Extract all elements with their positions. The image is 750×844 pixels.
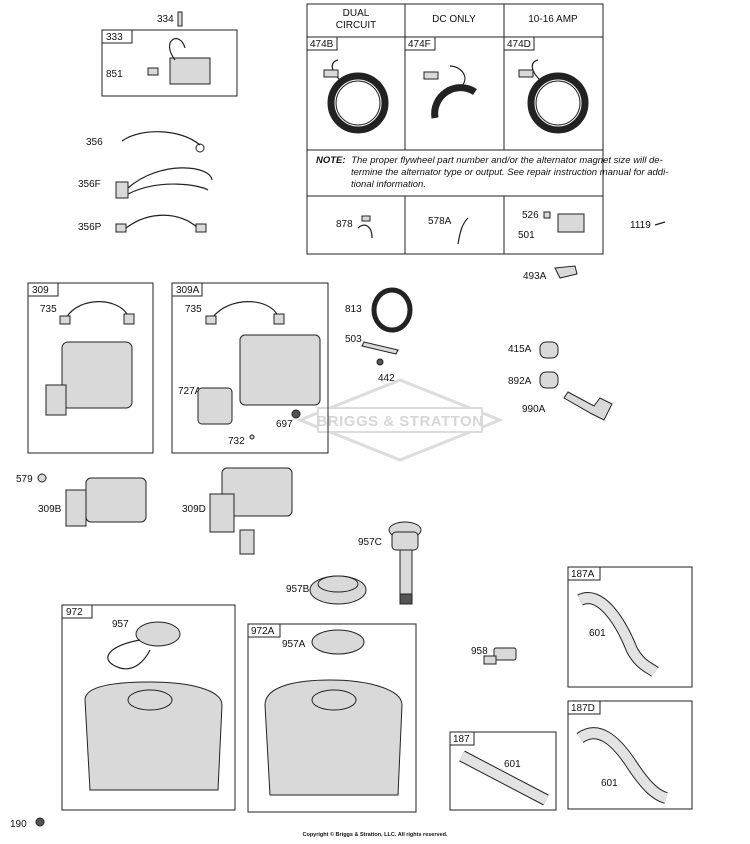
label-813: 813 — [345, 304, 362, 315]
label-727a: 727A — [178, 386, 202, 397]
fuel-line-187d-group: 187D 601 — [567, 700, 693, 810]
label-958: 958 — [471, 646, 488, 657]
starter-309b-group: 579 309B — [16, 473, 147, 527]
tank-972-group: 972 957 190 — [10, 604, 236, 830]
regulator-drawing — [557, 213, 585, 233]
label-601-top: 601 — [589, 628, 606, 639]
label-356: 356 — [86, 137, 103, 148]
fuel-line-187-group: 187 601 — [449, 731, 557, 811]
label-526: 526 — [522, 210, 539, 221]
starter-309d-drawing — [221, 467, 293, 517]
box-label-187a: 187A — [571, 569, 595, 580]
knob-990a-drawing — [563, 391, 613, 421]
box-label-333: 333 — [106, 32, 123, 43]
stator-474f-drawing — [423, 65, 477, 119]
box-label-972a: 972A — [251, 626, 275, 637]
label-309d: 309D — [182, 504, 206, 515]
label-892a: 892A — [508, 376, 532, 387]
clamp-group: 813 503 442 — [345, 287, 413, 384]
cap-957a-drawing — [311, 629, 365, 655]
label-356f: 356F — [78, 179, 101, 190]
label-334: 334 — [157, 14, 174, 25]
label-957b: 957B — [286, 584, 310, 595]
label-851: 851 — [106, 69, 123, 80]
fuel-line-187a-group: 187A 601 — [567, 566, 693, 688]
label-735-right: 735 — [185, 304, 202, 315]
box-label-187d: 187D — [571, 703, 595, 714]
label-990a: 990A — [522, 404, 546, 415]
cell-474d: 474D — [507, 39, 531, 50]
valve-958-group: 958 — [471, 646, 517, 665]
note-line-1: The proper flywheel part number and/or t… — [351, 155, 663, 166]
col-header-10-16-amp: 10-16 AMP — [528, 14, 578, 25]
label-697: 697 — [276, 419, 293, 430]
label-601-middle: 601 — [504, 759, 521, 770]
control-parts-group: 415A 892A 990A — [508, 341, 613, 421]
cell-474b: 474B — [310, 39, 334, 50]
coil-drawing — [169, 57, 211, 85]
watermark-text: BRIGGS & STRATTON — [316, 413, 483, 430]
stator-474b-drawing — [323, 59, 389, 134]
label-1119: 1119 — [630, 220, 651, 231]
label-501: 501 — [518, 230, 535, 241]
label-601-bottom: 601 — [601, 778, 618, 789]
harness-group: 356 356F 356P — [78, 131, 213, 233]
starter-309-group: 309 735 — [27, 282, 154, 454]
label-579: 579 — [16, 474, 33, 485]
label-957c: 957C — [358, 537, 382, 548]
label-309b: 309B — [38, 504, 62, 515]
label-578a: 578A — [428, 216, 452, 227]
brand-watermark: BRIGGS & STRATTON — [295, 378, 505, 462]
starter-309b-drawing — [85, 477, 147, 523]
svg-text:NOTE: The proper flywhee: NOTE: The proper flywheel part number an… — [316, 155, 663, 166]
note-label: NOTE: — [316, 155, 346, 166]
label-442: 442 — [378, 373, 395, 384]
label-957: 957 — [112, 619, 129, 630]
note-line-2: termine the alternator type or output. S… — [351, 167, 668, 178]
note-line-3: tional information. — [351, 179, 426, 190]
tank-972a-drawing — [264, 679, 403, 796]
label-957a: 957A — [282, 639, 306, 650]
stator-474d-drawing — [518, 59, 589, 134]
copyright-text: Copyright © Briggs & Stratton, LLC. All … — [302, 831, 448, 838]
label-732: 732 — [228, 436, 245, 447]
cell-474f: 474F — [408, 39, 431, 50]
label-503: 503 — [345, 334, 362, 345]
starter-309a-group: 309A 735 727A 697 732 — [171, 282, 329, 454]
label-493a: 493A — [523, 271, 547, 282]
label-356p: 356P — [78, 222, 102, 233]
label-415a: 415A — [508, 344, 532, 355]
starter-309a-drawing — [239, 334, 321, 406]
box-label-187: 187 — [453, 734, 470, 745]
starter-309-drawing — [61, 341, 133, 409]
label-878: 878 — [336, 219, 353, 230]
bracket-493a-drawing — [554, 265, 578, 279]
label-190: 190 — [10, 819, 27, 830]
box-label-309: 309 — [32, 285, 49, 296]
fuel-cap-group: 957C 957B — [286, 521, 422, 605]
col-header-dc-only: DC ONLY — [432, 14, 476, 25]
box-label-309a: 309A — [176, 285, 200, 296]
tank-972-drawing — [84, 681, 223, 791]
coil-group: 334 333 851 — [101, 11, 238, 97]
tank-972a-group: 972A 957A — [247, 623, 417, 813]
starter-309d-group: 309D — [182, 467, 293, 555]
label-735-left: 735 — [40, 304, 57, 315]
box-label-972: 972 — [66, 607, 83, 618]
